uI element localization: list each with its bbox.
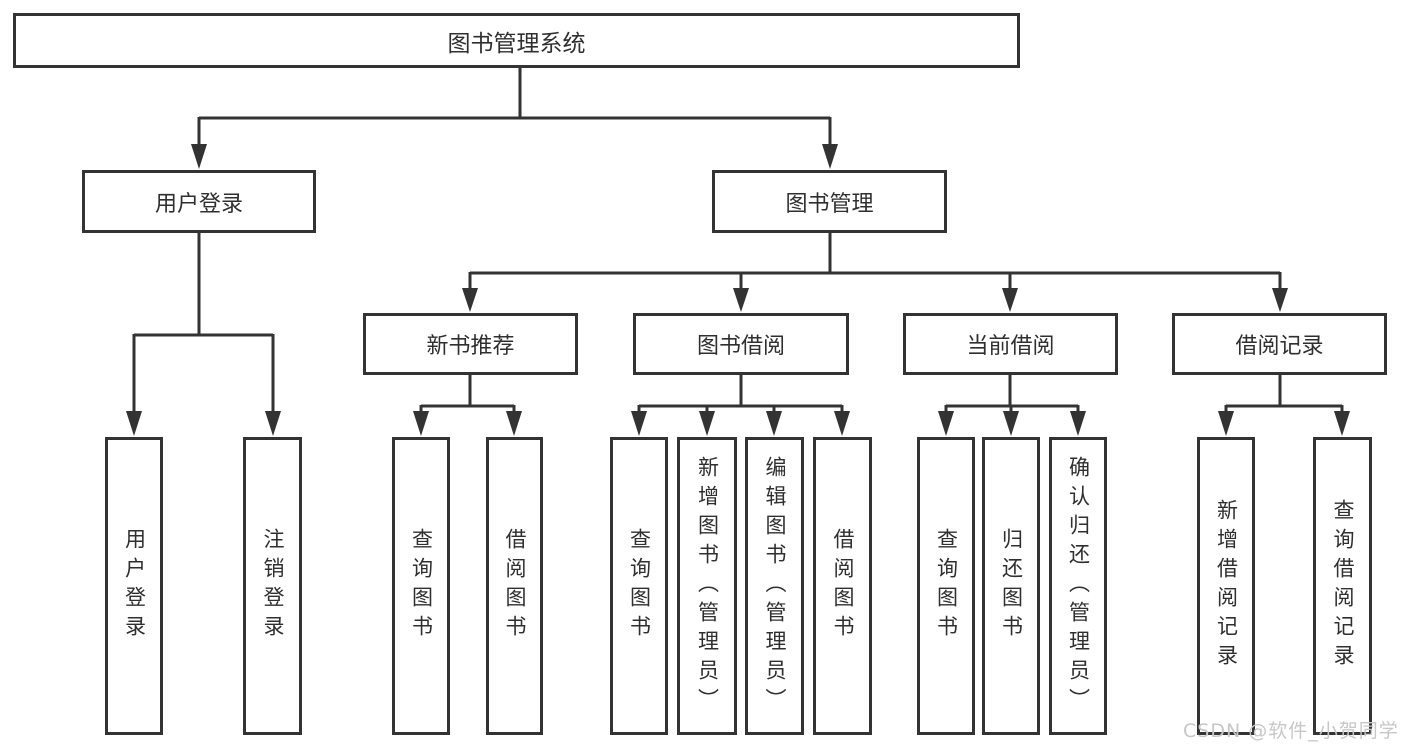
node-user-login: 用户登录 bbox=[82, 170, 316, 233]
node-current-borrowing: 当前借阅 bbox=[903, 313, 1118, 375]
connector-user-login-to-leaves bbox=[132, 232, 275, 413]
node-newrec-query-books: 查询图书 bbox=[392, 437, 450, 735]
node-borrowing-query-books-label: 查询图书 bbox=[627, 528, 652, 644]
arrowheads-level3 bbox=[462, 288, 1288, 312]
node-book-management-label: 图书管理 bbox=[785, 191, 874, 217]
node-borrowing-add-books-admin-label: 新增图书（管理员） bbox=[695, 455, 720, 717]
node-borrowing-borrow-books: 借阅图书 bbox=[813, 437, 872, 735]
node-borrowing-edit-books-admin-label: 编辑图书（管理员） bbox=[763, 455, 787, 717]
node-current-query-books-label: 查询图书 bbox=[934, 528, 959, 644]
node-current-borrowing-label: 当前借阅 bbox=[966, 334, 1055, 359]
node-user-login-leaf: 用户登录 bbox=[105, 437, 163, 735]
connector-book-borrow-to-leaves bbox=[637, 374, 844, 413]
node-records-add-borrow-record-label: 新增借阅记录 bbox=[1214, 499, 1239, 673]
node-new-book-recommendation-label: 新书推荐 bbox=[426, 334, 515, 359]
connector-current-borrow-to-leaves bbox=[944, 374, 1080, 413]
arrowheads-book-borrow-leaves bbox=[631, 411, 850, 436]
node-borrowing-query-books: 查询图书 bbox=[610, 437, 668, 735]
node-newrec-query-books-label: 查询图书 bbox=[409, 528, 434, 644]
node-records-add-borrow-record: 新增借阅记录 bbox=[1197, 437, 1255, 735]
connector-book-mgmt-to-level3 bbox=[468, 232, 1282, 290]
arrowheads-new-book-rec-leaves bbox=[413, 411, 522, 436]
node-records-query-borrow-record: 查询借阅记录 bbox=[1313, 437, 1372, 735]
arrowheads-user-login-leaves bbox=[126, 411, 281, 436]
node-library-management-system: 图书管理系统 bbox=[13, 13, 1020, 68]
node-user-login-label: 用户登录 bbox=[154, 191, 243, 217]
node-library-management-system-label: 图书管理系统 bbox=[447, 30, 586, 57]
node-book-borrowing-label: 图书借阅 bbox=[696, 334, 785, 359]
connector-new-book-rec-to-leaves bbox=[419, 374, 516, 413]
connector-root-to-level2 bbox=[197, 67, 832, 146]
node-current-return-books: 归还图书 bbox=[982, 437, 1040, 735]
node-borrowing-records-label: 借阅记录 bbox=[1235, 334, 1324, 359]
node-book-management: 图书管理 bbox=[712, 170, 947, 233]
node-borrowing-borrow-books-label: 借阅图书 bbox=[831, 528, 855, 644]
node-user-login-leaf-label: 用户登录 bbox=[122, 528, 147, 644]
arrowheads-current-borrow-leaves bbox=[938, 411, 1086, 436]
arrowheads-level2 bbox=[191, 144, 838, 169]
csdn-watermark: CSDN @软件_小贺同学 bbox=[1183, 720, 1399, 742]
node-logout-leaf-label: 注销登录 bbox=[261, 528, 285, 644]
node-new-book-recommendation: 新书推荐 bbox=[363, 313, 578, 375]
node-logout-leaf: 注销登录 bbox=[243, 437, 302, 735]
connector-borrow-record-to-leaves bbox=[1224, 374, 1344, 413]
node-current-query-books: 查询图书 bbox=[917, 437, 975, 735]
arrowheads-borrow-record-leaves bbox=[1218, 411, 1350, 436]
node-borrowing-edit-books-admin: 编辑图书（管理员） bbox=[745, 437, 804, 735]
node-current-confirm-return-admin: 确认归还（管理员） bbox=[1049, 437, 1107, 735]
node-book-borrowing: 图书借阅 bbox=[633, 313, 849, 375]
node-current-return-books-label: 归还图书 bbox=[999, 528, 1024, 644]
node-newrec-borrow-books: 借阅图书 bbox=[486, 437, 543, 735]
node-borrowing-records: 借阅记录 bbox=[1172, 313, 1387, 375]
node-borrowing-add-books-admin: 新增图书（管理员） bbox=[677, 437, 737, 735]
node-newrec-borrow-books-label: 借阅图书 bbox=[503, 528, 527, 644]
node-current-confirm-return-admin-label: 确认归还（管理员） bbox=[1066, 455, 1091, 717]
node-records-query-borrow-record-label: 查询借阅记录 bbox=[1331, 499, 1355, 673]
